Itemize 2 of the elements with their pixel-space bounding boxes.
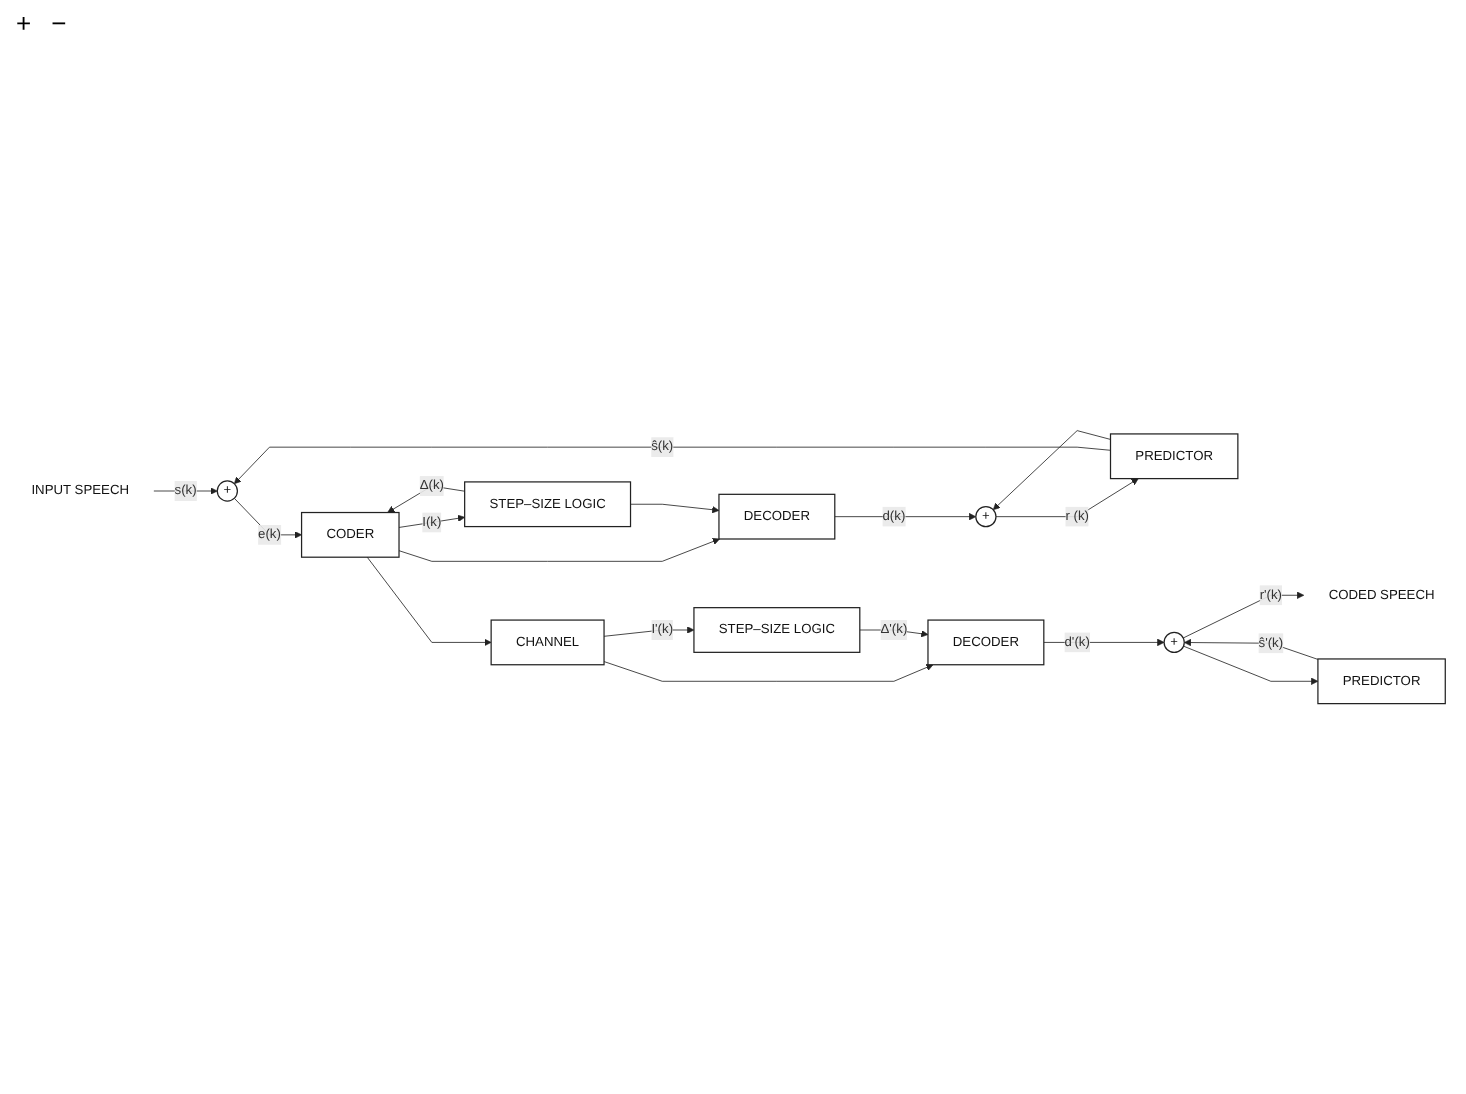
- sign-label: +: [16, 8, 32, 38]
- sign-label: −: [51, 8, 67, 38]
